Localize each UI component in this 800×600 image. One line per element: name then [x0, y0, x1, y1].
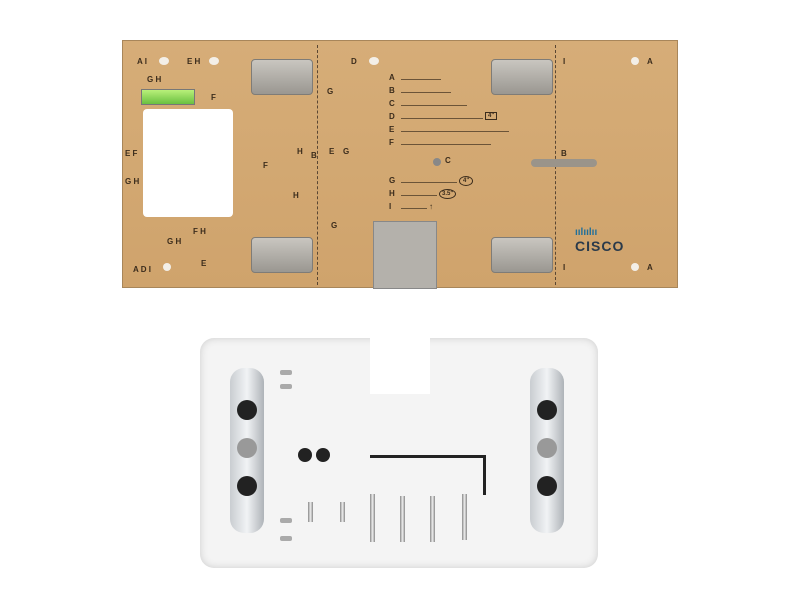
- inner-label: D: [351, 57, 357, 66]
- legend-letter: I: [389, 202, 392, 211]
- accessory-tray: [200, 334, 598, 568]
- screw: [340, 502, 345, 522]
- edge-label: F H: [193, 227, 206, 236]
- mount-slot: [251, 59, 313, 95]
- legend-note: 4": [459, 176, 474, 186]
- edge-label: E H: [187, 57, 201, 66]
- hole: [369, 57, 379, 65]
- inner-label: B: [311, 151, 317, 160]
- washer: [316, 448, 330, 462]
- screw: [308, 502, 313, 522]
- center-clip: [373, 221, 437, 289]
- mount-slot: [491, 237, 553, 273]
- edge-label: A D I: [133, 265, 151, 274]
- inner-label: H: [297, 147, 303, 156]
- edge-label: E F: [125, 149, 138, 158]
- screw: [430, 496, 435, 542]
- legend-center: C: [389, 156, 519, 176]
- screw: [462, 494, 467, 540]
- legend-row: H 3.5": [389, 189, 519, 202]
- cisco-logo: ıılıılıı CISCO: [575, 227, 625, 254]
- inner-label: F: [263, 161, 268, 170]
- edge-label: A: [647, 263, 653, 272]
- screw: [370, 494, 375, 542]
- center-label: C: [445, 156, 451, 165]
- edge-label: I: [563, 263, 566, 272]
- legend-letter: F: [389, 138, 394, 147]
- hex-key: [370, 455, 486, 458]
- edge-label: A I: [137, 57, 147, 66]
- hole: [163, 263, 171, 271]
- hole: [631, 57, 639, 65]
- inner-label: E: [329, 147, 335, 156]
- mount-slot: [491, 59, 553, 95]
- legend-note: 4": [485, 112, 498, 120]
- legend-letter: C: [389, 99, 395, 108]
- hole: [631, 263, 639, 271]
- legend-letter: H: [389, 189, 395, 198]
- cutout-window: [143, 109, 233, 217]
- legend-letter: G: [389, 176, 396, 185]
- tray-notch: [370, 334, 430, 394]
- screw-head: [280, 370, 292, 375]
- inner-label: G: [343, 147, 350, 156]
- guide-line: [317, 45, 318, 285]
- edge-label: E: [201, 259, 207, 268]
- hole: [209, 57, 219, 65]
- legend-row: I↑: [389, 202, 519, 215]
- washer: [298, 448, 312, 462]
- legend-row: C: [389, 99, 519, 112]
- screw-head: [280, 536, 292, 541]
- legend-letter: E: [389, 125, 395, 134]
- legend-row: G 4": [389, 176, 519, 189]
- inner-label: G: [327, 87, 334, 96]
- edge-label: G H: [125, 177, 140, 186]
- legend-letter: D: [389, 112, 395, 121]
- edge-label: G H: [167, 237, 182, 246]
- mounting-bracket: [530, 368, 564, 533]
- inner-label: H: [293, 191, 299, 200]
- arrow-icon: ↑: [429, 202, 433, 211]
- edge-label: B: [561, 149, 567, 158]
- legend-row: E: [389, 125, 519, 138]
- mounting-bracket: [230, 368, 264, 533]
- hex-key: [483, 455, 486, 495]
- screw-head: [280, 384, 292, 389]
- legend-note: 3.5": [439, 189, 457, 199]
- cisco-bars-icon: ıılıılıı: [575, 227, 598, 238]
- legend-row: F: [389, 138, 519, 156]
- legend-letter: B: [389, 86, 395, 95]
- hole: [159, 57, 169, 65]
- legend-row: B: [389, 86, 519, 99]
- screw: [400, 496, 405, 542]
- edge-label: G H: [147, 75, 162, 84]
- mount-slot: [251, 237, 313, 273]
- legend-row: A: [389, 73, 519, 86]
- bubble-level: [141, 89, 195, 105]
- screw-head: [280, 518, 292, 523]
- legend-row: D 4": [389, 112, 519, 125]
- legend-letter: A: [389, 73, 395, 82]
- inner-label: G: [331, 221, 338, 230]
- edge-label: A: [647, 57, 653, 66]
- slot-hole: [531, 159, 597, 167]
- mounting-plate: A I E H G H F E F G H G H F H A D I E I …: [122, 40, 678, 289]
- edge-label: I: [563, 57, 566, 66]
- edge-label: F: [211, 93, 216, 102]
